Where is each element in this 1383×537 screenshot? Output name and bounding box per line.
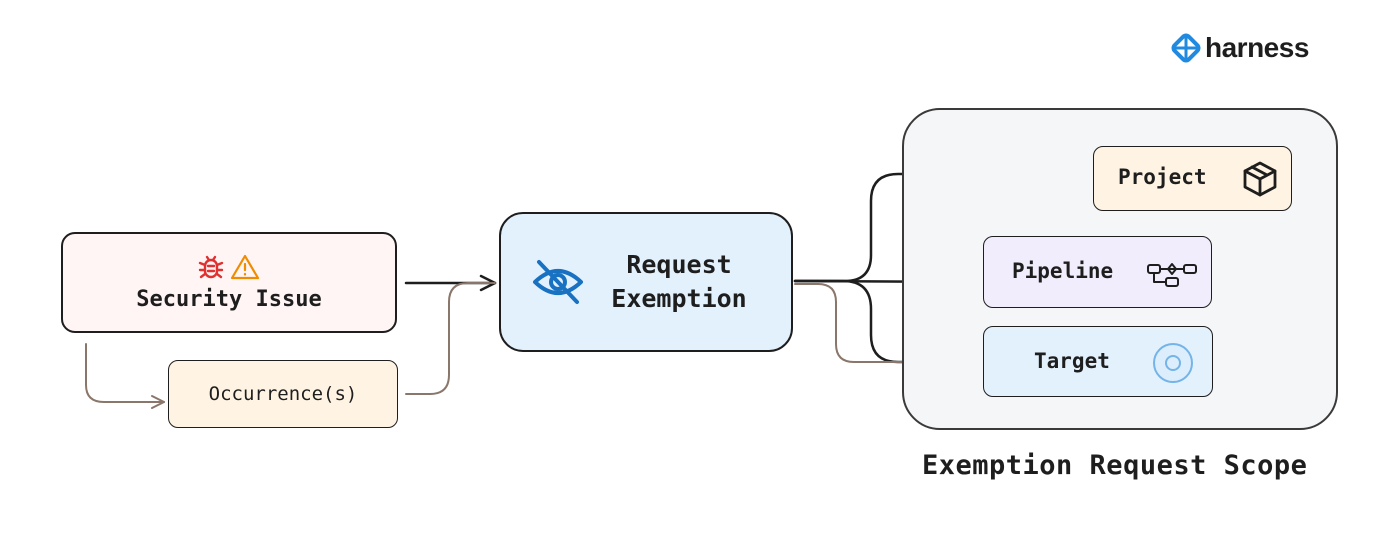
security-issue-label: Security Issue [136, 287, 322, 312]
pipeline-icon [1147, 263, 1197, 287]
request-exemption-label: Request Exemption [611, 250, 747, 313]
edge-occurrences-to-request [405, 282, 496, 395]
edge-security-to-occurrences [85, 343, 165, 403]
bug-icon [198, 255, 224, 279]
pipeline-node[interactable]: Pipeline [983, 236, 1212, 308]
harness-logo: harness [1170, 32, 1309, 64]
request-exemption-node[interactable]: Request Exemption [499, 212, 793, 352]
edge-request-to-target-brown [794, 283, 951, 363]
scope-title: Exemption Request Scope [922, 450, 1308, 481]
edge-request-to-project [793, 172, 1092, 283]
project-label: Project [1118, 165, 1207, 189]
pipeline-label: Pipeline [1012, 259, 1114, 283]
target-icon [1153, 343, 1193, 383]
occurrences-label: Occurrence(s) [208, 383, 358, 405]
box-icon [1243, 161, 1277, 197]
warning-icon [230, 254, 260, 280]
eye-off-icon [533, 260, 583, 304]
occurrences-node[interactable]: Occurrence(s) [168, 360, 398, 428]
security-issue-node[interactable]: Security Issue [61, 232, 397, 333]
security-issue-icons [198, 253, 260, 281]
harness-logo-text: harness [1205, 32, 1309, 63]
harness-logo-icon [1171, 33, 1201, 63]
edge-security-to-occurrences-arrow [151, 395, 165, 409]
target-label: Target [1034, 349, 1110, 373]
project-node[interactable]: Project [1093, 146, 1292, 211]
edge-request-to-target [793, 279, 977, 364]
target-node[interactable]: Target [983, 326, 1213, 397]
